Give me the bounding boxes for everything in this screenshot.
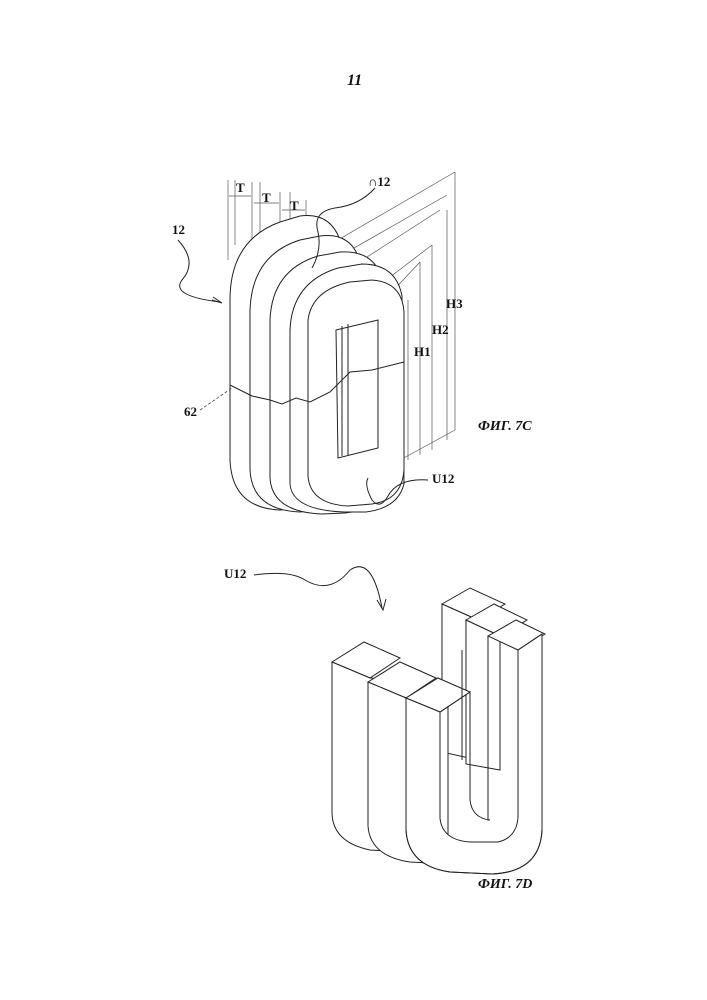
caption-fig-7d: ФИГ. 7D [478, 877, 532, 892]
label-t1: T [236, 180, 245, 195]
label-t2: T [262, 190, 271, 205]
label-h1: H1 [414, 344, 431, 359]
caption-fig-7c: ФИГ. 7C [478, 419, 532, 434]
label-u12-7d: U12 [224, 566, 246, 581]
label-cap-12: ∩12 [368, 174, 390, 189]
label-12: 12 [172, 222, 185, 237]
label-h2: H2 [432, 322, 449, 337]
page-number: 11 [347, 72, 362, 89]
front-o-ring [308, 280, 404, 506]
label-h3: H3 [446, 296, 463, 311]
figure-7d: U12 ФИГ. 7D [224, 566, 545, 892]
label-62: 62 [184, 404, 197, 419]
leader-12 [178, 240, 220, 302]
label-u12-7c: U12 [432, 471, 454, 486]
leader-u12-7d [254, 567, 382, 608]
label-t3: T [290, 198, 299, 213]
figure-7c: 12 ∩12 T T T H3 H2 H1 62 U12 ФИГ. 7C [172, 172, 532, 514]
